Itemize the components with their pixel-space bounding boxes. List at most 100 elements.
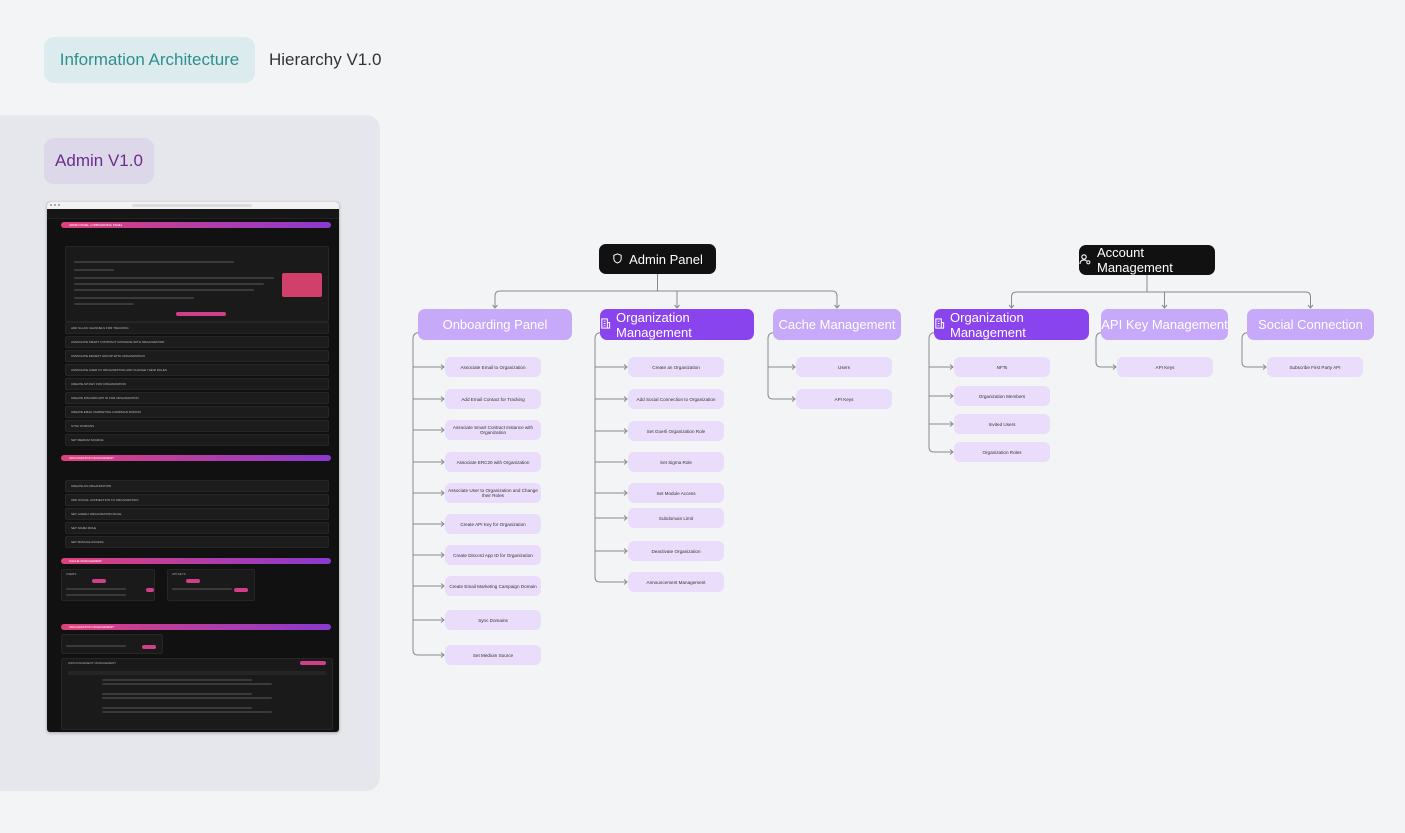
connector-arrow xyxy=(440,652,445,658)
connector-line xyxy=(1305,291,1311,298)
mock-accordion-row: SET SIGMA ROLE xyxy=(65,522,329,534)
mock-accordion-row: ASSOCIATE DECENT GROUP WITH ORGANIZATION xyxy=(65,350,329,362)
category-label: Cache Management xyxy=(778,317,896,332)
account-management-root-node: Account Management xyxy=(1079,245,1215,275)
category-label: Social Connection xyxy=(1258,317,1363,332)
leaf-node: Create an Organization xyxy=(628,357,724,377)
mock-row-label: SET MEDIUM SOURCE xyxy=(71,438,104,442)
mock-apikeys-cache: API KEYS xyxy=(167,569,255,601)
connector-arrow xyxy=(440,364,445,370)
connector-arrow xyxy=(949,421,954,427)
mock-users-cache: USERS xyxy=(61,569,155,601)
mock-accordion-row: ADD SLACK CHANNELS FOR TRACKING xyxy=(65,322,329,334)
connector-arrow xyxy=(440,552,445,558)
hierarchy-version-title: Hierarchy V1.0 xyxy=(269,50,382,69)
connector-arrow xyxy=(623,428,628,434)
leaf-node: Sync Domains xyxy=(445,610,541,630)
mock-deactivate-box xyxy=(61,634,163,654)
category-node-organization-management: Organization Management xyxy=(934,309,1089,340)
mock-accordion-row: ASSOCIATE SMART CONTRACT INSTANCE WITH O… xyxy=(65,336,329,348)
leaf-node: Invited Users xyxy=(954,414,1050,434)
root-node-label: Admin Panel xyxy=(629,251,703,267)
leaf-node: Organization Roles xyxy=(954,442,1050,462)
mock-row-label: SET MODULE ACCESS xyxy=(71,540,104,544)
category-node-social-connection: Social Connection xyxy=(1247,309,1374,340)
leaf-node: Create Email Marketing Campaign Domain xyxy=(445,576,541,596)
browser-bar xyxy=(47,202,339,209)
admin-version-chip: Admin V1.0 xyxy=(44,138,154,184)
connector-arrow xyxy=(949,393,954,399)
mock-accordion-row: ASSOCIATE USER TO ORGANIZATION AND CHANG… xyxy=(65,364,329,376)
category-node-organization-management: Organization Management xyxy=(600,309,754,340)
admin-screenshot-preview: ADMIN PANEL | ONBOARDING PANEL ADD SLACK… xyxy=(47,202,339,732)
connector-arrow xyxy=(623,364,628,370)
mock-accordion-row: SET MEDIUM SOURCE xyxy=(65,434,329,446)
mock-row-label: SYNC DOMAINS xyxy=(71,424,95,428)
mock-row-label: ASSOCIATE SMART CONTRACT INSTANCE WITH O… xyxy=(71,340,165,344)
category-label: Onboarding Panel xyxy=(442,317,548,332)
connector-arrow xyxy=(791,396,796,402)
building-icon xyxy=(600,317,611,332)
connector-line xyxy=(1011,291,1017,298)
connector-arrow xyxy=(1307,304,1314,309)
leaf-node: Create Discord App ID for Organization xyxy=(445,545,541,565)
connector-arrow xyxy=(949,364,954,370)
leaf-node: Add Email Contact for Tracking xyxy=(445,389,541,409)
mock-row-label: ADD SOCIAL CONNECTION TO ORGANIZATION xyxy=(71,498,139,502)
mock-section-bar: CACHE MANAGEMENT xyxy=(61,558,331,564)
leaf-node: Add Social Connection to Organization xyxy=(628,389,724,409)
connector-arrow xyxy=(440,396,445,402)
category-node-api-key-management: API Key Management xyxy=(1101,309,1228,340)
mock-row-label: CREATE DISCORD APP ID FOR ORGANIZATION xyxy=(71,396,139,400)
leaf-node: Subscribe First Party API xyxy=(1267,357,1363,377)
connector-arrow xyxy=(440,459,445,465)
mock-expanded-panel xyxy=(65,246,329,322)
category-label: Organization Management xyxy=(616,309,692,340)
users-gear-icon xyxy=(1079,253,1091,268)
mock-accordion-row: CREATE DISCORD APP ID FOR ORGANIZATION xyxy=(65,392,329,404)
mock-row-label: ASSOCIATE DECENT GROUP WITH ORGANIZATION xyxy=(71,354,145,358)
connector-arrow xyxy=(440,583,445,589)
connector-line xyxy=(767,332,776,400)
connector-arrow xyxy=(623,459,628,465)
leaf-node: Create API Key for Organization xyxy=(445,514,541,534)
leaf-node: Associate Smart Contract Instance with O… xyxy=(445,420,541,440)
connector-arrow xyxy=(623,490,628,496)
mock-accordion-row: CREATE API KEY FOR ORGANIZATION xyxy=(65,378,329,390)
connector-arrow xyxy=(1262,364,1267,370)
admin-panel-root-node: Admin Panel xyxy=(599,244,716,274)
mock-row-label: ASSOCIATE USER TO ORGANIZATION AND CHANG… xyxy=(71,368,167,372)
connector-line xyxy=(928,332,937,453)
leaf-node: Set Sigma Role xyxy=(628,452,724,472)
mock-row-label: CREATE EMAIL MARKETING CAMPAIGN DOMAIN xyxy=(71,410,141,414)
connector-line xyxy=(831,290,838,297)
category-label: API Key Management xyxy=(1101,317,1228,332)
connector-arrow xyxy=(1112,364,1117,370)
mock-accordion-row: CREATE EMAIL MARKETING CAMPAIGN DOMAIN xyxy=(65,406,329,418)
connector-arrow xyxy=(623,515,628,521)
connector-arrow xyxy=(492,304,498,309)
leaf-node: API Keys xyxy=(796,389,892,409)
category-node-onboarding-panel: Onboarding Panel xyxy=(418,309,572,340)
leaf-node: Associate Email to Organization xyxy=(445,357,541,377)
leaf-node: Associate ERC20 with Organization xyxy=(445,452,541,472)
mock-row-label: ADD SLACK CHANNELS FOR TRACKING xyxy=(71,326,129,330)
mock-topbar xyxy=(47,209,339,219)
connector-arrow xyxy=(623,396,628,402)
information-architecture-chip: Information Architecture xyxy=(44,37,255,83)
leaf-node: Set Goerli Organization Role xyxy=(628,421,724,441)
connector-arrow xyxy=(440,490,445,496)
leaf-node: Deactivate Organization xyxy=(628,541,724,561)
mock-accordion-row: ADD SOCIAL CONNECTION TO ORGANIZATION xyxy=(65,494,329,506)
mock-announcement-table: ANNOUNCEMENT MANAGEMENT xyxy=(61,658,333,730)
mock-row-label: SET GOERLI ORGANIZATION ROLE xyxy=(71,512,122,516)
connector-arrow xyxy=(440,617,445,623)
shield-icon xyxy=(612,252,623,267)
connector-arrow xyxy=(623,548,628,554)
connector-arrow xyxy=(623,579,628,585)
leaf-node: Organization Members xyxy=(954,386,1050,406)
leaf-node: Associate User to Organization and Chang… xyxy=(445,483,541,503)
leaf-node: Announcement Management xyxy=(628,572,724,592)
mock-accordion-row: SET GOERLI ORGANIZATION ROLE xyxy=(65,508,329,520)
leaf-node: Subdomain Limit xyxy=(628,508,724,528)
